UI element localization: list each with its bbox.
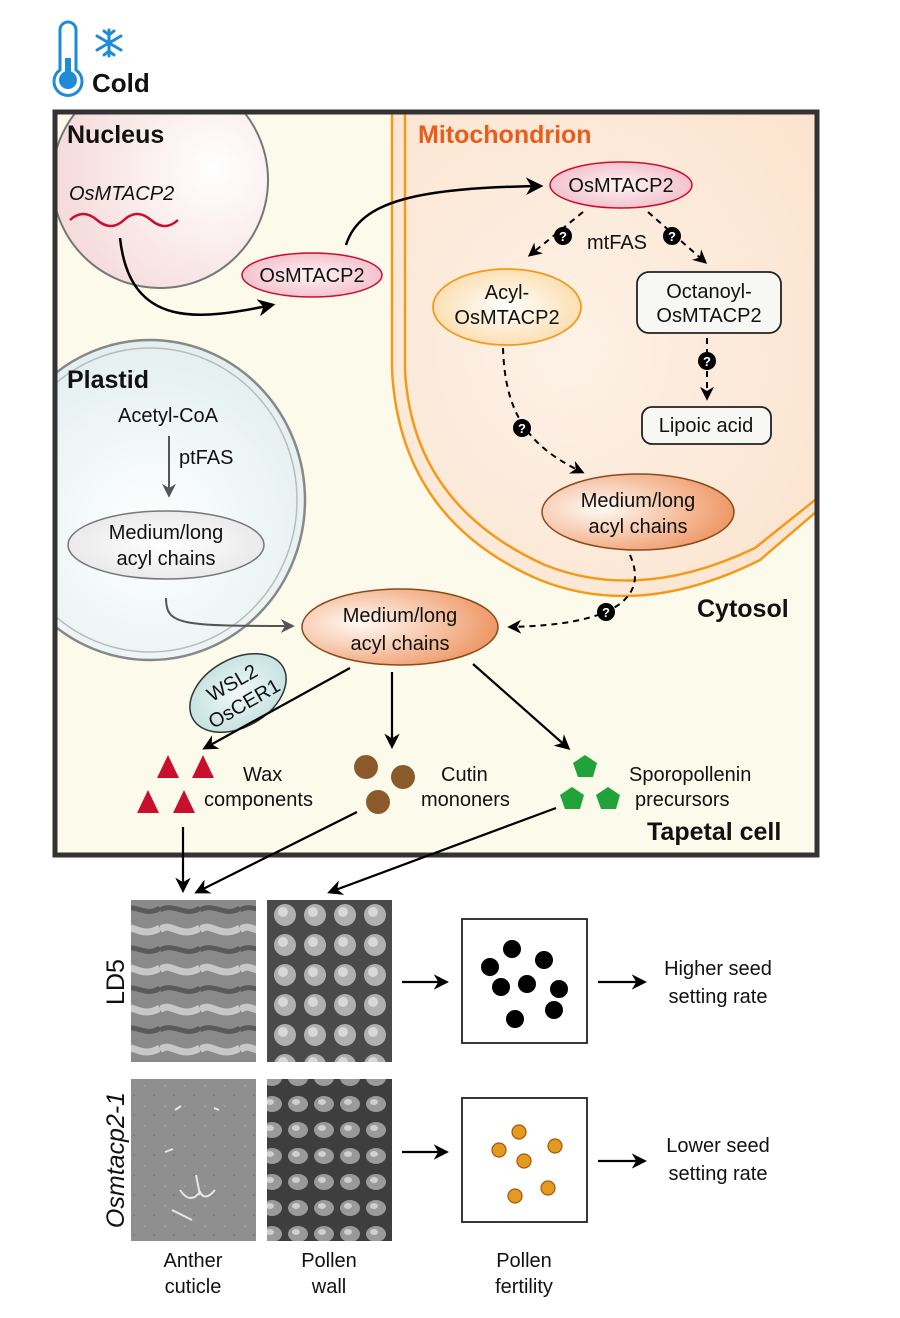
plastid-acyl-chains-node (67, 510, 265, 580)
mito-acyl-chains-line2: acyl chains (589, 516, 688, 538)
arrow-mito-export (507, 554, 636, 634)
genotype-osmtacp2-1-label: Osmtacp2-1 (102, 1092, 130, 1228)
wax-triangle-icon (137, 755, 214, 813)
svg-text:?: ? (703, 354, 711, 369)
column-anther-cuticle-line1: Anther (164, 1250, 223, 1272)
column-pollen-wall-line1: Pollen (301, 1250, 357, 1272)
sporopollenin-pentagon-icon (560, 755, 620, 809)
arrow-sporopollenin-to-pollen (327, 806, 557, 895)
question-icon: ? (698, 352, 716, 370)
plastid-acyl-chains-line2: acyl chains (117, 548, 216, 570)
thermometer-icon (52, 20, 84, 97)
arrow-cutin-to-anther (194, 811, 358, 894)
mrna-wave-icon (69, 212, 179, 228)
column-anther-cuticle-line2: cuticle (165, 1276, 222, 1298)
ld5-outcome-line1: Higher seed (664, 958, 772, 980)
mitochondrion-compartment (390, 112, 817, 598)
svg-text:?: ? (559, 229, 567, 244)
svg-text:?: ? (668, 229, 676, 244)
tapetal-cell-frame (52, 109, 820, 858)
cytosolic-osmtacp2-node (241, 252, 383, 298)
octanoyl-osmtacp2-label-line2: OsMTACP2 (656, 305, 761, 327)
cytosolic-osmtacp2-label: OsMTACP2 (259, 265, 364, 287)
acetyl-coa-label: Acetyl-CoA (118, 405, 219, 427)
mutant-anther-cuticle-image (131, 1079, 256, 1241)
arrow-translation (118, 237, 276, 317)
mutant-outcome-line2: setting rate (669, 1163, 768, 1185)
sterile-pollen-icon (491, 1124, 563, 1204)
arrow-plastid-export (165, 597, 295, 633)
ld5-anther-cuticle-image (131, 900, 256, 1062)
column-pollen-fertility-line2: fertility (495, 1276, 553, 1298)
svg-text:?: ? (602, 605, 610, 620)
sporopollenin-label-line1: Sporopollenin (629, 764, 751, 786)
mitochondrion-label: Mitochondrion (418, 121, 592, 149)
arrow-to-sporopollenin (472, 663, 571, 751)
acyl-osmtacp2-label-line2: OsMTACP2 (454, 307, 559, 329)
question-icon: ? (597, 603, 615, 621)
cytosol-acyl-chains-line2: acyl chains (351, 633, 450, 655)
acyl-osmtacp2-label-line1: Acyl- (485, 282, 529, 304)
mutant-pollen-wall-image (267, 1079, 392, 1241)
wax-label-line1: Wax (243, 764, 282, 786)
column-pollen-wall-line2: wall (311, 1276, 346, 1298)
sporopollenin-label-line2: precursors (635, 789, 729, 811)
lipoic-acid-label: Lipoic acid (659, 415, 754, 437)
mito-osmtacp2-label: OsMTACP2 (568, 175, 673, 197)
mito-osmtacp2-node (549, 161, 693, 209)
cytosol-acyl-chains-line1: Medium/long (343, 605, 458, 627)
mutant-anther-debris (164, 1105, 220, 1221)
arrow-to-wax (202, 667, 351, 750)
ld5-outcome-line2: setting rate (669, 986, 768, 1008)
octanoyl-osmtacp2-node (636, 271, 782, 334)
fertile-pollen-icon (481, 940, 568, 1028)
unknown-step-markers: ? ? ? ? ? (513, 227, 716, 621)
tapetal-cell-label: Tapetal cell (647, 818, 781, 846)
cutin-circle-icon (354, 755, 415, 814)
plastid-compartment (55, 338, 307, 662)
mutant-outcome-line1: Lower seed (666, 1135, 769, 1157)
mito-acyl-chains-node (541, 473, 735, 551)
wax-label-line2: components (204, 789, 313, 811)
nucleus-label: Nucleus (67, 121, 164, 149)
mito-acyl-chains-line1: Medium/long (581, 490, 696, 512)
plastid-label: Plastid (67, 366, 149, 394)
mtfas-label: mtFAS (587, 232, 647, 254)
condition-label: Cold (92, 68, 150, 98)
svg-text:?: ? (518, 421, 526, 436)
acyl-osmtacp2-node (432, 268, 582, 346)
question-icon: ? (554, 227, 572, 245)
ptfas-label: ptFAS (179, 447, 233, 469)
genotype-ld5-label: LD5 (102, 959, 130, 1005)
question-icon: ? (663, 227, 681, 245)
plastid-acyl-chains-line1: Medium/long (109, 522, 224, 544)
cytosol-acyl-chains-node (301, 588, 499, 666)
lipoic-acid-node (641, 406, 772, 445)
ld5-pollen-wall-image (267, 900, 392, 1062)
question-icon: ? (513, 419, 531, 437)
snowflake-icon (95, 28, 123, 58)
cold-condition: Cold (52, 20, 150, 98)
column-pollen-fertility-line1: Pollen (496, 1250, 552, 1272)
octanoyl-osmtacp2-label-line1: Octanoyl- (666, 281, 752, 303)
gene-name: OsMTACP2 (69, 183, 174, 205)
nucleus-compartment (55, 112, 269, 289)
cutin-label-line2: mononers (421, 789, 510, 811)
cytosol-label: Cytosol (697, 595, 789, 623)
cutin-label-line1: Cutin (441, 764, 488, 786)
arrow-import (344, 177, 544, 246)
